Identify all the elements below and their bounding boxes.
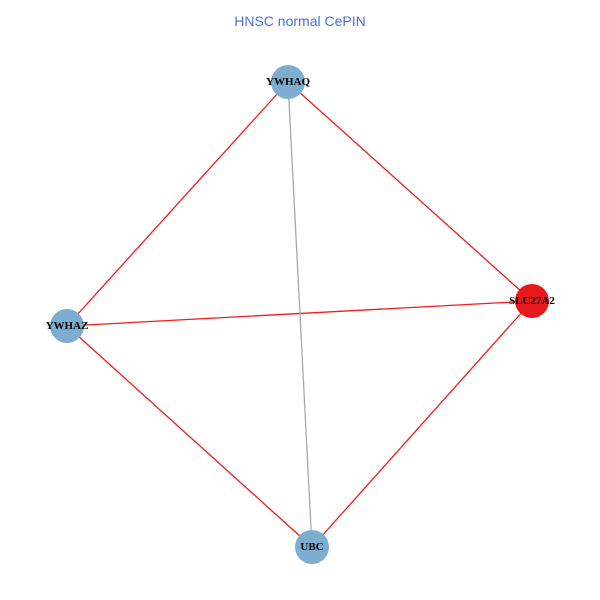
edge-ywhaq-slc27a2 (287, 81, 533, 302)
node-label: YWHAQ (266, 76, 310, 88)
node-slc27a2[interactable]: SLC27A2 (509, 284, 555, 318)
edge-ywhaq-ywhaz (66, 81, 289, 327)
chart-title: HNSC normal CePIN (234, 13, 366, 29)
node-ubc[interactable]: UBC (295, 530, 329, 564)
node-label: SLC27A2 (509, 295, 555, 307)
node-label: UBC (300, 541, 323, 553)
node-ywhaz[interactable]: YWHAZ (46, 309, 89, 343)
node-label: YWHAZ (46, 320, 89, 332)
node-circle (50, 309, 84, 343)
node-ywhaq[interactable]: YWHAQ (266, 65, 310, 99)
node-circle (295, 530, 329, 564)
edge-ywhaq-ubc (287, 81, 313, 548)
node-circle (515, 284, 549, 318)
edge-ywhaz-ubc (66, 325, 313, 548)
edge-slc27a2-ubc (311, 300, 533, 548)
node-circle (271, 65, 305, 99)
